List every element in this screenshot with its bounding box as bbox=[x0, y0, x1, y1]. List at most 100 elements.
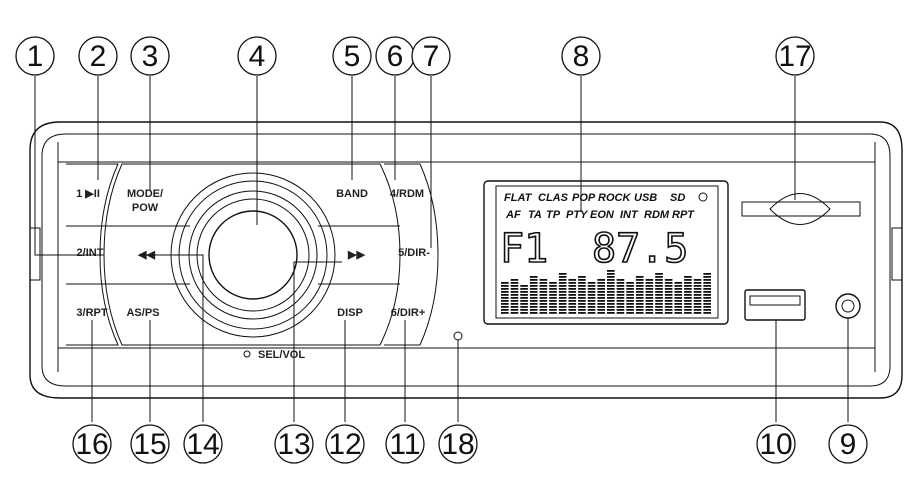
rdm-label: 4/RDM bbox=[390, 188, 424, 200]
callout-5: 5 bbox=[332, 36, 372, 76]
intro-button[interactable]: 2/INT bbox=[77, 247, 104, 259]
lcd-band-readout: F1 bbox=[500, 226, 548, 272]
callout-number: 16 bbox=[75, 428, 108, 461]
callout-number: 4 bbox=[249, 40, 266, 73]
cd-disc-icon bbox=[698, 192, 708, 202]
lcd-indicator: ROCK bbox=[598, 192, 631, 204]
power-label: POW bbox=[132, 202, 159, 214]
repeat-button[interactable]: 3/RPT bbox=[76, 307, 107, 319]
eq-bar bbox=[664, 279, 673, 314]
callout-number: 1 bbox=[27, 40, 44, 73]
eq-bar bbox=[635, 276, 644, 314]
eq-bar bbox=[539, 279, 548, 314]
eq-bar bbox=[587, 282, 596, 314]
eq-bar bbox=[674, 282, 683, 314]
callout-number: 12 bbox=[328, 428, 361, 461]
leader-lines bbox=[34, 76, 849, 422]
lcd-indicator: PTY bbox=[566, 209, 589, 221]
callout-8: 8 bbox=[561, 36, 601, 76]
eq-bar bbox=[655, 273, 663, 314]
eq-bar bbox=[693, 279, 702, 314]
faceplate bbox=[29, 121, 903, 399]
dir-plus-button[interactable]: 6/DIR+ bbox=[391, 307, 426, 319]
usb-port[interactable] bbox=[744, 289, 806, 321]
dir-minus-button[interactable]: 5/DIR- bbox=[398, 247, 430, 259]
callout-9: 9 bbox=[828, 424, 868, 464]
dir-plus-label: 6/DIR+ bbox=[391, 307, 426, 319]
intro-label: 2/INT bbox=[77, 247, 104, 259]
sel-vol-label: SEL/VOL bbox=[258, 349, 305, 361]
callout-11: 11 bbox=[385, 424, 425, 464]
band-label: BAND bbox=[336, 188, 368, 200]
lcd-indicator: AF bbox=[505, 209, 521, 221]
repeat-label: 3/RPT bbox=[76, 307, 107, 319]
lcd-indicator: INT bbox=[620, 209, 639, 221]
disp-label: DISP bbox=[337, 307, 363, 319]
callout-13: 13 bbox=[274, 424, 314, 464]
eq-bar bbox=[578, 276, 586, 314]
callout-number: 15 bbox=[133, 428, 166, 461]
callout-number: 7 bbox=[423, 40, 440, 73]
eq-bar bbox=[626, 282, 634, 314]
callout-14: 14 bbox=[183, 424, 223, 464]
lcd-indicator: RPT bbox=[672, 209, 695, 221]
aux-jack[interactable] bbox=[835, 293, 861, 319]
lcd-indicator: EON bbox=[590, 209, 615, 221]
eq-bar bbox=[520, 285, 528, 314]
lcd-indicator: TP bbox=[546, 209, 561, 221]
callout-18: 18 bbox=[438, 424, 478, 464]
callout-number: 9 bbox=[840, 428, 857, 461]
callout-number: 8 bbox=[573, 40, 590, 73]
eq-bar bbox=[529, 276, 538, 314]
mode-power-button[interactable]: MODE/ POW bbox=[127, 188, 163, 214]
next-icon: ▶▶ bbox=[347, 249, 365, 261]
eq-bar bbox=[645, 279, 654, 314]
callout-number: 6 bbox=[387, 40, 404, 73]
eq-bar bbox=[510, 279, 519, 314]
callout-17: 17 bbox=[775, 36, 815, 76]
disp-button[interactable]: DISP bbox=[337, 307, 363, 319]
reset-hole[interactable] bbox=[453, 331, 463, 341]
callout-number: 11 bbox=[389, 428, 420, 461]
lcd-indicator: SD bbox=[670, 192, 685, 204]
band-button[interactable]: BAND bbox=[336, 188, 368, 200]
callout-number: 17 bbox=[778, 40, 811, 73]
eq-bar bbox=[501, 282, 509, 314]
callout-number: 10 bbox=[759, 428, 792, 461]
rdm-button[interactable]: 4/RDM bbox=[390, 188, 424, 200]
eq-bar bbox=[568, 279, 577, 314]
next-track-button[interactable]: ▶▶ bbox=[347, 249, 365, 261]
right-button-column: 4/RDM 5/DIR- 6/DIR+ bbox=[384, 163, 439, 346]
eq-bar bbox=[616, 279, 625, 314]
callout-number: 3 bbox=[142, 40, 159, 73]
callout-number: 14 bbox=[186, 428, 219, 461]
eq-bar bbox=[549, 282, 557, 314]
lcd-eq-bars bbox=[501, 270, 711, 314]
lcd-indicator: CLAS bbox=[538, 192, 569, 204]
dir-minus-label: 5/DIR- bbox=[398, 247, 430, 259]
lcd-indicator: RDM bbox=[644, 209, 670, 221]
center-control-block: MODE/ POW AS/PS BAND DISP ◀◀ ▶▶ SEL/VOL bbox=[103, 163, 401, 361]
play-pause-button[interactable]: 1 ▶II bbox=[76, 188, 100, 200]
lcd-indicator: FLAT bbox=[504, 192, 533, 204]
left-button-column: 1 ▶II 2/INT 3/RPT bbox=[66, 163, 119, 346]
callout-7: 7 bbox=[411, 36, 451, 76]
lcd-indicator: POP bbox=[572, 192, 596, 204]
lcd-indicator: TA bbox=[528, 209, 542, 221]
callout-4: 4 bbox=[237, 36, 277, 76]
callout-2: 2 bbox=[78, 36, 118, 76]
callout-number: 2 bbox=[90, 40, 107, 73]
callout-1: 1 bbox=[15, 36, 55, 76]
eq-bar bbox=[684, 276, 692, 314]
eq-bar bbox=[607, 270, 615, 314]
callout-6: 6 bbox=[375, 36, 415, 76]
as-ps-button[interactable]: AS/PS bbox=[126, 307, 159, 319]
as-ps-label: AS/PS bbox=[126, 307, 159, 319]
lcd-indicator: USB bbox=[634, 192, 657, 204]
callout-number: 5 bbox=[344, 40, 361, 73]
callout-3: 3 bbox=[130, 36, 170, 76]
